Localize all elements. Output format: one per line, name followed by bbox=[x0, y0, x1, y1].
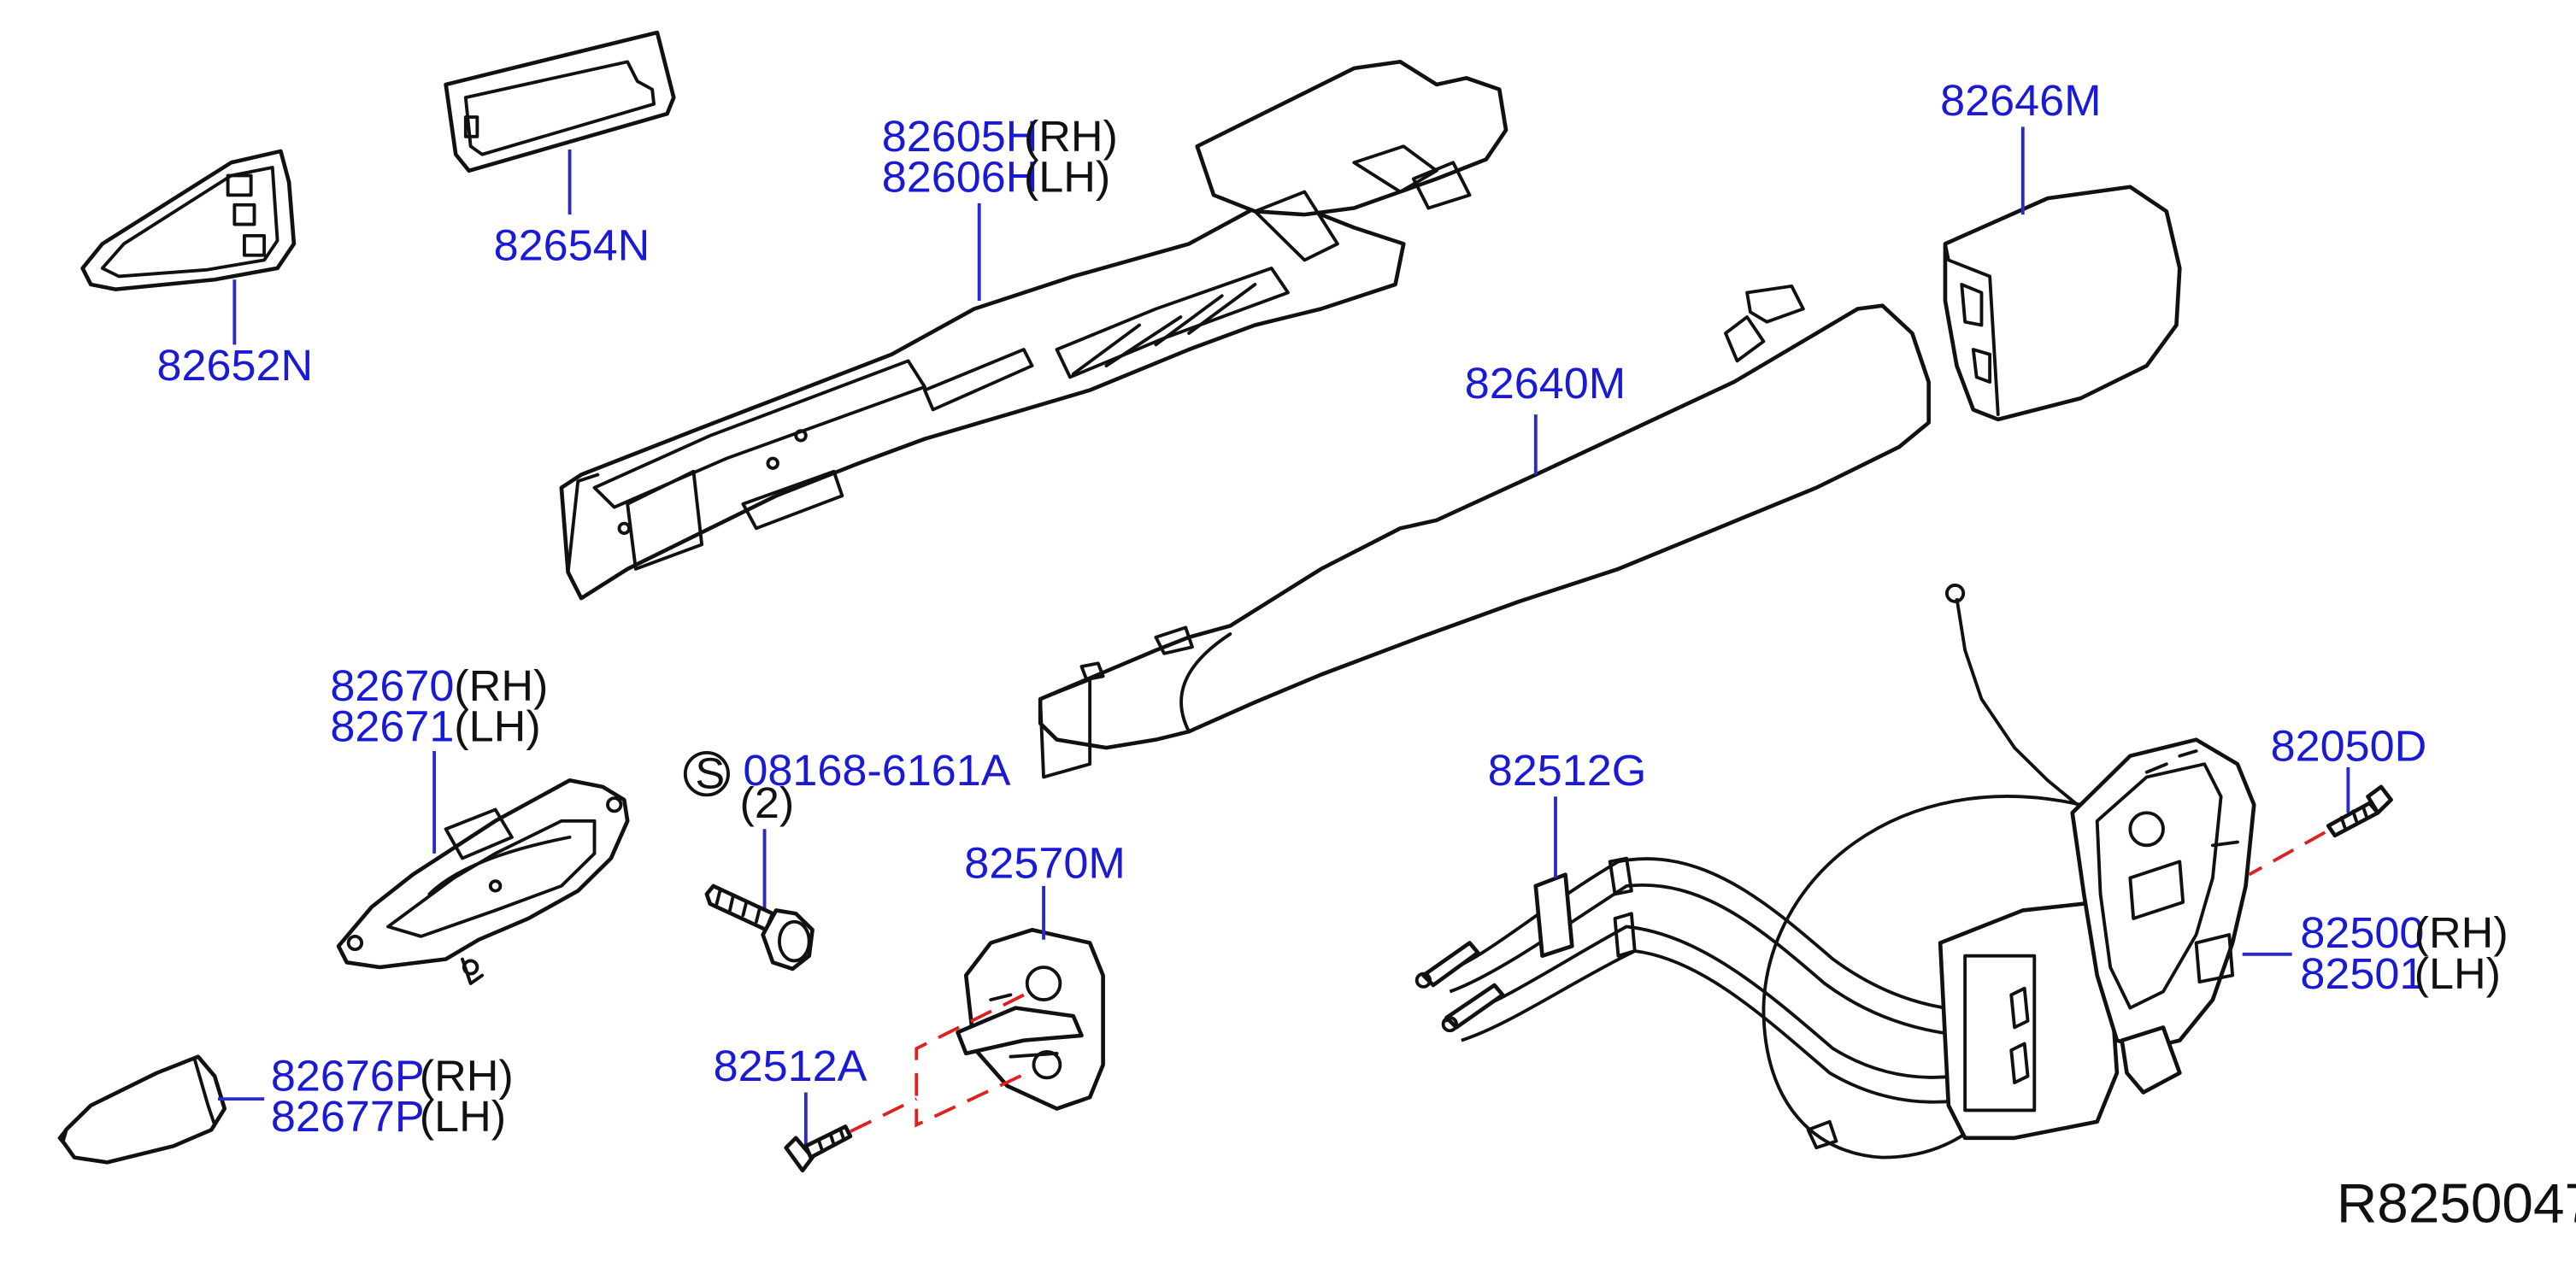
part-number-82652n: 82652N bbox=[157, 341, 314, 390]
part-number-82654n: 82654N bbox=[494, 220, 650, 270]
part-number-82646m: 82646M bbox=[1940, 75, 2101, 125]
part-number-82671: 82671 bbox=[330, 702, 454, 751]
part-number-82512a: 82512A bbox=[714, 1042, 867, 1091]
side-rh-82605h: (RH) bbox=[1024, 111, 1118, 161]
side-lh-82671: (LH) bbox=[454, 702, 540, 751]
diagram-reference-number: R8250047 bbox=[2337, 1172, 2576, 1234]
part-number-82670: 82670 bbox=[330, 660, 454, 710]
screw-symbol: S bbox=[683, 748, 730, 798]
gasket-82652n bbox=[80, 149, 297, 291]
side-lh-82677p: (LH) bbox=[420, 1092, 506, 1142]
side-rh-82670: (RH) bbox=[454, 660, 548, 710]
side-rh-82676p: (RH) bbox=[420, 1051, 514, 1101]
handle-bracket-82605h bbox=[559, 60, 1509, 601]
centerline-striker-top bbox=[915, 993, 1028, 1128]
door-lock-actuator-82500 bbox=[1761, 584, 2256, 1159]
screw-82512a bbox=[784, 1124, 853, 1173]
screw-82050d bbox=[2326, 784, 2393, 838]
key-cylinder-cap-82676p bbox=[57, 1054, 227, 1165]
gasket-82654n bbox=[444, 30, 676, 173]
bolt-08168-6161a bbox=[704, 883, 815, 972]
centerline-screw-82512a bbox=[850, 1097, 918, 1133]
striker-82570m bbox=[956, 927, 1105, 1111]
outside-handle-82640m bbox=[1038, 284, 1931, 779]
part-number-82500: 82500 bbox=[2300, 908, 2424, 958]
cable-set-82512g bbox=[1414, 856, 2015, 1104]
quantity-08168-6161a: (2) bbox=[740, 778, 795, 827]
part-number-08168-6161a: 08168-6161A bbox=[743, 745, 1011, 795]
screw-symbol-letter: S bbox=[695, 748, 725, 798]
part-number-82605h: 82605H bbox=[882, 111, 1038, 161]
part-number-82512g: 82512G bbox=[1488, 745, 1647, 795]
part-number-82606h: 82606H bbox=[882, 152, 1038, 202]
part-number-82050d: 82050D bbox=[2271, 721, 2427, 771]
part-number-82501: 82501 bbox=[2300, 948, 2424, 998]
side-rh-82500: (RH) bbox=[2414, 908, 2508, 958]
side-lh-82606h: (LH) bbox=[1024, 152, 1110, 202]
part-number-82677p: 82677P bbox=[271, 1092, 425, 1142]
escutcheon-cap-82646m bbox=[1943, 185, 2182, 422]
part-number-82570m: 82570M bbox=[964, 838, 1125, 888]
side-lh-82501: (LH) bbox=[2414, 948, 2501, 998]
inside-handle-82670 bbox=[336, 778, 630, 985]
part-number-82676p: 82676P bbox=[271, 1051, 425, 1101]
part-number-82640m: 82640M bbox=[1465, 358, 1626, 408]
centerline-screw-82050d bbox=[2248, 831, 2326, 877]
